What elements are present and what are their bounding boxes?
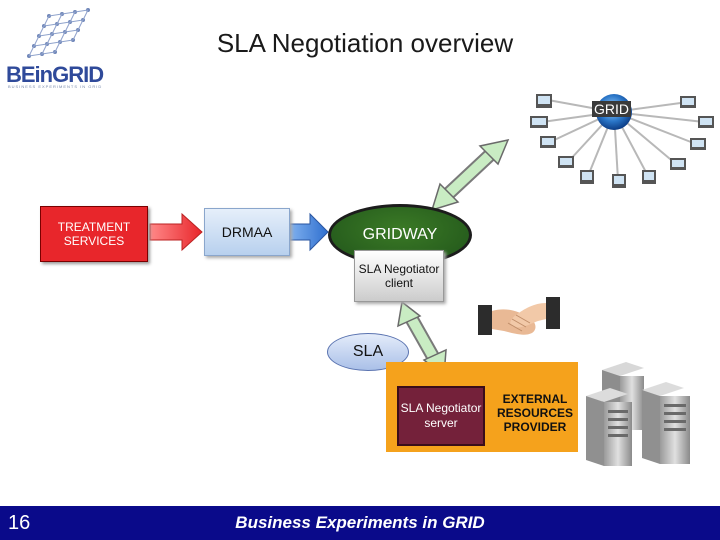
handshake-icon [478,297,560,335]
footer-text: Business Experiments in GRID [235,513,485,532]
page-number: 16 [8,512,31,534]
logo-subtitle: BUSINESS EXPERIMENTS IN GRID [8,84,103,89]
logo-text: BEinGRID [6,62,104,87]
treatment-services-box: TREATMENT SERVICES [40,206,148,262]
grid-label: GRID [592,101,631,117]
drmaa-box: DRMAA [204,208,290,256]
server-left [586,388,632,466]
sla-negotiator-client-box: SLA Negotiator client [354,250,444,302]
arrow-drmaa-to-gridway [289,212,329,252]
sla-negotiator-server-box: SLA Negotiator server [397,386,485,446]
slide-title: SLA Negotiation overview [216,28,514,58]
arrow-gridway-to-grid [430,138,510,212]
beingrid-logo-icon [27,8,90,58]
external-resources-provider-label: EXTERNAL RESOURCES PROVIDER [496,392,573,434]
footer-bar [0,506,720,540]
arrow-treatment-to-drmaa [149,212,203,252]
server-right [642,382,690,464]
servers-icon [586,362,690,466]
